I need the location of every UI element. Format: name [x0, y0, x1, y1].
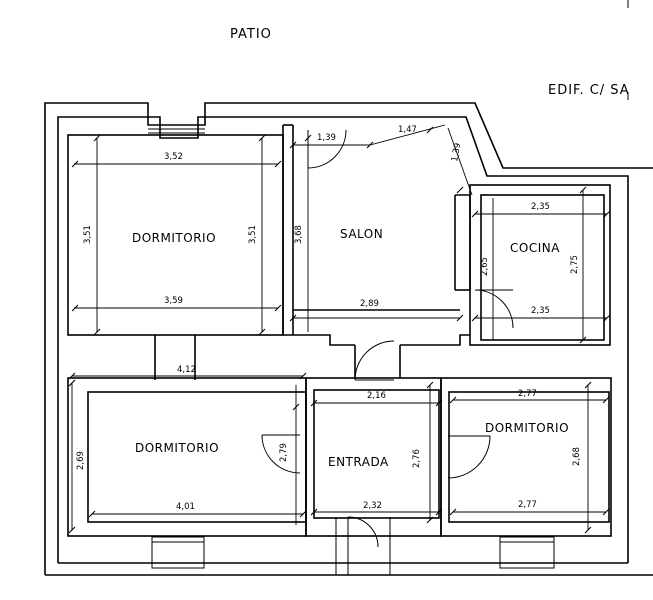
dim-3-51-left: 3,51 [83, 225, 93, 244]
dim-2-68: 2,68 [572, 447, 582, 466]
patio-label: PATIO [230, 27, 272, 42]
dim-3-51-right: 3,51 [248, 225, 258, 244]
dim-3-52: 3,52 [164, 152, 183, 162]
dim-2-69: 2,69 [76, 451, 86, 470]
room-label-dormitorio-sw: DORMITORIO [135, 441, 219, 455]
dim-1-39-top: 1,39 [317, 133, 336, 143]
dim-2-89: 2,89 [360, 299, 379, 309]
dimension-lines [68, 124, 611, 534]
windows [148, 128, 555, 575]
dim-2-75: 2,75 [570, 255, 580, 274]
dim-1-39-diagonal: 1,39 [450, 142, 463, 162]
doors [261, 129, 514, 575]
room-label-cocina: COCINA [510, 241, 560, 255]
dim-4-01: 4,01 [176, 502, 195, 512]
room-label-dormitorio-se: DORMITORIO [485, 421, 569, 435]
dim-2-16: 2,16 [367, 391, 386, 401]
dim-2-32: 2,32 [363, 501, 382, 511]
interior-walls [67, 124, 612, 537]
dim-1-47: 1,47 [398, 125, 417, 135]
building-label: EDIF. C/ SA [548, 83, 630, 98]
dim-2-35-top: 2,35 [531, 202, 550, 212]
dim-2-77-bottom: 2,77 [518, 500, 537, 510]
dim-2-77-top: 2,77 [518, 389, 537, 399]
dim-3-59: 3,59 [164, 296, 183, 306]
dim-2-79: 2,79 [279, 443, 289, 462]
dim-2-35-bottom: 2,35 [531, 306, 550, 316]
dim-2-65: 2,65 [480, 257, 490, 276]
room-label-dormitorio-nw: DORMITORIO [132, 231, 216, 245]
dim-3-68: 3,68 [294, 225, 304, 244]
dim-4-12: 4,12 [177, 365, 196, 375]
room-label-entrada: ENTRADA [328, 455, 389, 469]
room-label-salon: SALON [340, 227, 383, 241]
dim-2-76: 2,76 [412, 449, 422, 468]
outer-walls [44, 102, 653, 576]
